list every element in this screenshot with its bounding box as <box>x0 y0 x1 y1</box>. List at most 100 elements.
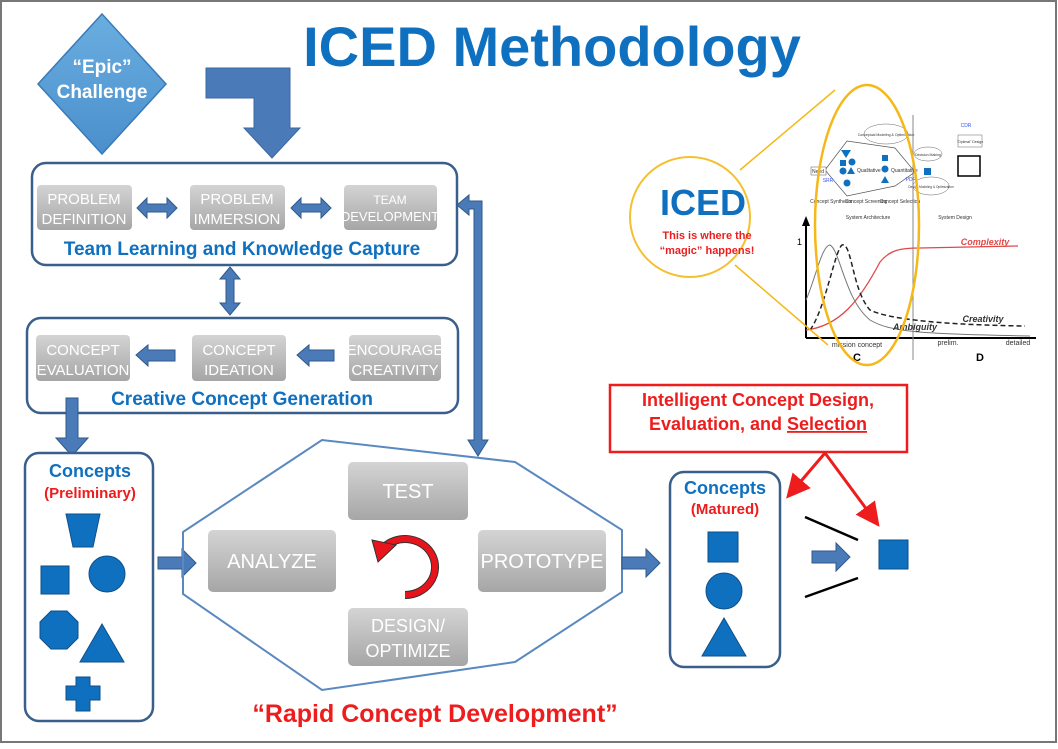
label: Concept Selection <box>880 199 921 205</box>
label: CONCEPT <box>202 342 275 359</box>
cross-shape-icon <box>65 676 101 712</box>
iced-callout-line1: This is where the <box>662 230 751 242</box>
label: TEAM <box>373 193 406 207</box>
left-arrow-icon <box>296 343 335 368</box>
label: prelim. <box>937 340 958 347</box>
analyze-button[interactable]: ANALYZE <box>208 530 336 592</box>
triangle-shape-icon <box>79 623 125 663</box>
right-arrow-icon <box>811 541 851 573</box>
square-shape-icon <box>707 531 739 563</box>
epic-challenge-diamond: “Epic” Challenge <box>36 12 168 156</box>
iced-callout-title: ICED <box>660 182 746 223</box>
bent-arrow-down <box>205 67 302 159</box>
matured-concepts-box <box>668 470 782 669</box>
label: ENCOURAGE <box>347 342 444 359</box>
label: ANALYZE <box>227 551 317 573</box>
label: Quantitative <box>891 168 918 174</box>
iced-callout-circle <box>629 156 751 278</box>
vertical-double-arrow-icon <box>218 266 242 316</box>
concept-evaluation-button[interactable]: CONCEPT EVALUATION <box>36 335 130 381</box>
intelligent-line2: Evaluation, and Selection <box>649 414 867 434</box>
inset-lifecycle-figure: 1 Complexity Creativity Ambiguity missio… <box>797 115 1036 364</box>
problem-definition-button[interactable]: PROBLEM DEFINITION <box>37 185 132 230</box>
callout-line <box>739 89 836 171</box>
down-arrow-icon <box>54 397 90 457</box>
label: C <box>853 352 861 364</box>
problem-immersion-button[interactable]: PROBLEM IMMERSION <box>190 185 285 230</box>
triangle-shape-icon <box>701 617 747 657</box>
matured-title: Concepts <box>684 478 766 498</box>
label: OPTIMIZE <box>366 641 451 661</box>
label: Concept Synthesis <box>810 199 852 205</box>
concept-ideation-button[interactable]: CONCEPT IDEATION <box>192 335 286 381</box>
selected-square-icon <box>878 539 909 570</box>
rapid-development-hexagon <box>182 438 623 692</box>
label: Evaluation, and <box>649 414 787 434</box>
label: Complexity <box>961 237 1011 247</box>
label: CONCEPT <box>46 342 119 359</box>
red-arrow-icon <box>823 452 880 527</box>
label: Ambiguity <box>892 322 938 332</box>
intelligent-line1: Intelligent Concept Design, <box>642 390 874 410</box>
label: Creativity <box>962 314 1004 324</box>
double-arrow-icon <box>136 196 178 220</box>
octagon-shape-icon <box>39 610 79 650</box>
red-arrow-icon <box>786 452 827 499</box>
epic-line2: Challenge <box>57 82 148 103</box>
label: DEVELOPMENT <box>341 209 439 224</box>
square-shape-icon <box>40 565 70 595</box>
intelligent-design-box <box>608 383 909 454</box>
page-title: ICED Methodology <box>303 15 801 78</box>
test-button[interactable]: TEST <box>348 462 468 520</box>
preliminary-concepts-box <box>23 451 155 723</box>
label: "Optimal" Design <box>957 140 983 144</box>
label: Decision Making <box>915 153 941 157</box>
label: PDR <box>906 177 917 183</box>
preliminary-title: Concepts <box>49 461 131 481</box>
label: PROBLEM <box>47 191 120 208</box>
label: PROBLEM <box>200 191 273 208</box>
label: DEFINITION <box>42 211 127 228</box>
label: PROTOTYPE <box>481 551 604 573</box>
circle-shape-icon <box>88 555 126 593</box>
iced-callout-line2: “magic” happens! <box>660 245 755 257</box>
trapezoid-shape-icon <box>65 513 101 548</box>
callout-line <box>734 264 829 346</box>
label: Design Modeling & Optimization <box>908 185 954 189</box>
label: CREATIVITY <box>351 362 438 379</box>
team-development-button[interactable]: TEAM DEVELOPMENT <box>341 185 439 230</box>
cycle-arrow-icon <box>371 535 440 599</box>
label: IDEATION <box>204 362 274 379</box>
label: Concept Screening <box>845 199 888 205</box>
label: DESIGN/ <box>371 616 445 636</box>
label: Qualitative <box>857 168 881 174</box>
label: CDR <box>961 123 972 129</box>
rapid-development-caption: “Rapid Concept Development” <box>252 700 617 728</box>
label: 1 <box>797 237 802 247</box>
left-arrow-icon <box>135 343 176 368</box>
label: TEST <box>382 481 433 503</box>
label: SRR <box>823 178 834 184</box>
label: mission concept <box>832 342 882 349</box>
preliminary-subtitle: (Preliminary) <box>44 485 136 502</box>
creative-concept-caption: Creative Concept Generation <box>111 389 373 410</box>
double-arrow-icon <box>290 196 332 220</box>
label: detailed <box>1006 340 1031 347</box>
highlight-ellipse <box>813 83 921 367</box>
matured-subtitle: (Matured) <box>691 501 759 518</box>
feedback-arrow-icon <box>456 193 489 457</box>
label: D <box>976 352 984 364</box>
prototype-button[interactable]: PROTOTYPE <box>478 530 606 592</box>
label: System Design <box>938 215 972 221</box>
circle-shape-icon <box>705 572 743 610</box>
funnel-line <box>804 576 859 599</box>
epic-line1: “Epic” <box>72 57 131 78</box>
label: System Architecture <box>846 215 891 221</box>
funnel-line <box>804 515 859 542</box>
encourage-creativity-button[interactable]: ENCOURAGE CREATIVITY <box>347 335 444 381</box>
right-arrow-icon <box>621 547 661 579</box>
label: Selection <box>787 414 867 434</box>
design-optimize-button[interactable]: DESIGN/ OPTIMIZE <box>348 608 468 666</box>
label: EVALUATION <box>37 362 130 379</box>
